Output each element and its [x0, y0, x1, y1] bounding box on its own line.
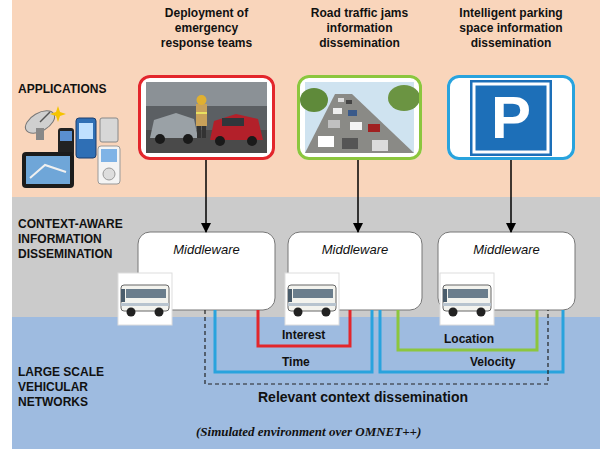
devices-icon	[79, 123, 93, 139]
traffic-photo	[348, 110, 357, 116]
photo-backing	[138, 75, 575, 160]
picture-frame	[138, 75, 275, 160]
traffic-photo	[342, 138, 358, 149]
sign-letter: P	[472, 82, 550, 154]
photo-backing	[447, 75, 575, 160]
application-heading: Intelligent parking space information di…	[447, 6, 575, 51]
application-heading: Deployment of emergency response teams	[151, 6, 263, 51]
layer-band-fill	[12, 317, 600, 449]
context-link	[398, 310, 537, 350]
box-label: Middleware	[138, 232, 275, 258]
band-label: LARGE SCALE VEHICULAR NETWORKS	[18, 365, 130, 410]
crash-photo	[146, 82, 267, 153]
devices-icon	[22, 106, 120, 188]
context-link	[215, 310, 372, 372]
devices-icon	[98, 146, 120, 184]
middleware-outline	[138, 232, 575, 310]
band-label: CONTEXT-AWARE INFORMATION DISSEMINATION	[18, 217, 130, 262]
crash-photo	[196, 112, 207, 114]
box-label: Middleware	[288, 232, 422, 258]
traffic-photo	[372, 140, 388, 151]
traffic-photo	[350, 122, 362, 130]
devices-icon	[100, 118, 118, 142]
box-label: Middleware	[438, 232, 575, 258]
crash-photo	[222, 118, 244, 126]
crash-photo	[150, 113, 198, 138]
devices-icon	[40, 112, 50, 122]
traffic-photo	[305, 94, 414, 153]
traffic-photo	[300, 82, 420, 153]
context-link	[258, 310, 350, 346]
devices-icon	[50, 106, 66, 122]
edge-label: Interest	[282, 328, 325, 342]
traffic-photo	[300, 88, 328, 112]
application-heading: Road traffic jams information disseminat…	[297, 6, 422, 51]
middleware-box: Middleware	[288, 232, 422, 310]
traffic-photo	[368, 124, 380, 132]
flow-arrow	[510, 160, 512, 232]
layer-band-fill	[12, 0, 600, 449]
application-box: Deployment of emergency response teams	[138, 6, 275, 160]
crash-photo	[247, 136, 257, 146]
middleware-box: Middleware	[438, 232, 575, 310]
context-link	[205, 310, 548, 384]
crash-photo	[197, 126, 201, 138]
traffic-photo	[318, 136, 334, 147]
devices-icon	[30, 165, 66, 178]
bus-icon	[118, 273, 494, 325]
traffic-photo	[346, 100, 352, 104]
parking-sign	[470, 80, 552, 156]
crash-photo	[146, 82, 267, 106]
crash-photo	[197, 95, 207, 105]
crash-photo	[215, 136, 225, 146]
traffic-photo	[388, 85, 420, 111]
bus-icon	[285, 273, 339, 325]
traffic-photo	[333, 108, 342, 114]
parking-sign	[470, 80, 552, 156]
crash-photo	[202, 126, 206, 138]
edge-label: Location	[444, 332, 494, 346]
application-box: Road traffic jams information disseminat…	[297, 6, 422, 160]
devices-icon	[58, 128, 74, 156]
crash-photo	[183, 134, 193, 144]
layer-band-fill	[12, 0, 600, 197]
footnote: (Simulated environment over OMNET++)	[196, 424, 421, 439]
flow-arrow	[205, 160, 207, 232]
bus-icon	[118, 273, 172, 325]
devices-icon	[103, 168, 115, 180]
context-link	[380, 310, 563, 372]
edge-label: Velocity	[470, 355, 515, 369]
crash-photo	[146, 82, 267, 153]
crash-photo	[155, 134, 165, 144]
devices-icon	[36, 128, 44, 140]
edge-label: Time	[282, 355, 310, 369]
flow-arrow	[357, 160, 359, 232]
devices-icon	[22, 152, 74, 188]
devices-icon	[76, 118, 96, 158]
picture-frame	[297, 75, 422, 160]
middleware-box: Middleware	[138, 232, 275, 310]
band-label: APPLICATIONS	[18, 82, 130, 97]
traffic-photo	[328, 120, 340, 128]
devices-icon	[101, 149, 117, 162]
layer-band: CONTEXT-AWARE INFORMATION DISSEMINATION M…	[12, 197, 600, 317]
devices-icon	[60, 131, 72, 141]
photo-backing	[297, 75, 422, 160]
crash-photo	[210, 114, 263, 140]
devices-icon	[26, 156, 70, 184]
photo-backing	[138, 75, 275, 160]
crash-photo	[196, 104, 207, 126]
edge-label: Relevant context dissemination	[258, 389, 468, 405]
bus-icon	[440, 273, 494, 325]
traffic-photo	[338, 98, 344, 102]
